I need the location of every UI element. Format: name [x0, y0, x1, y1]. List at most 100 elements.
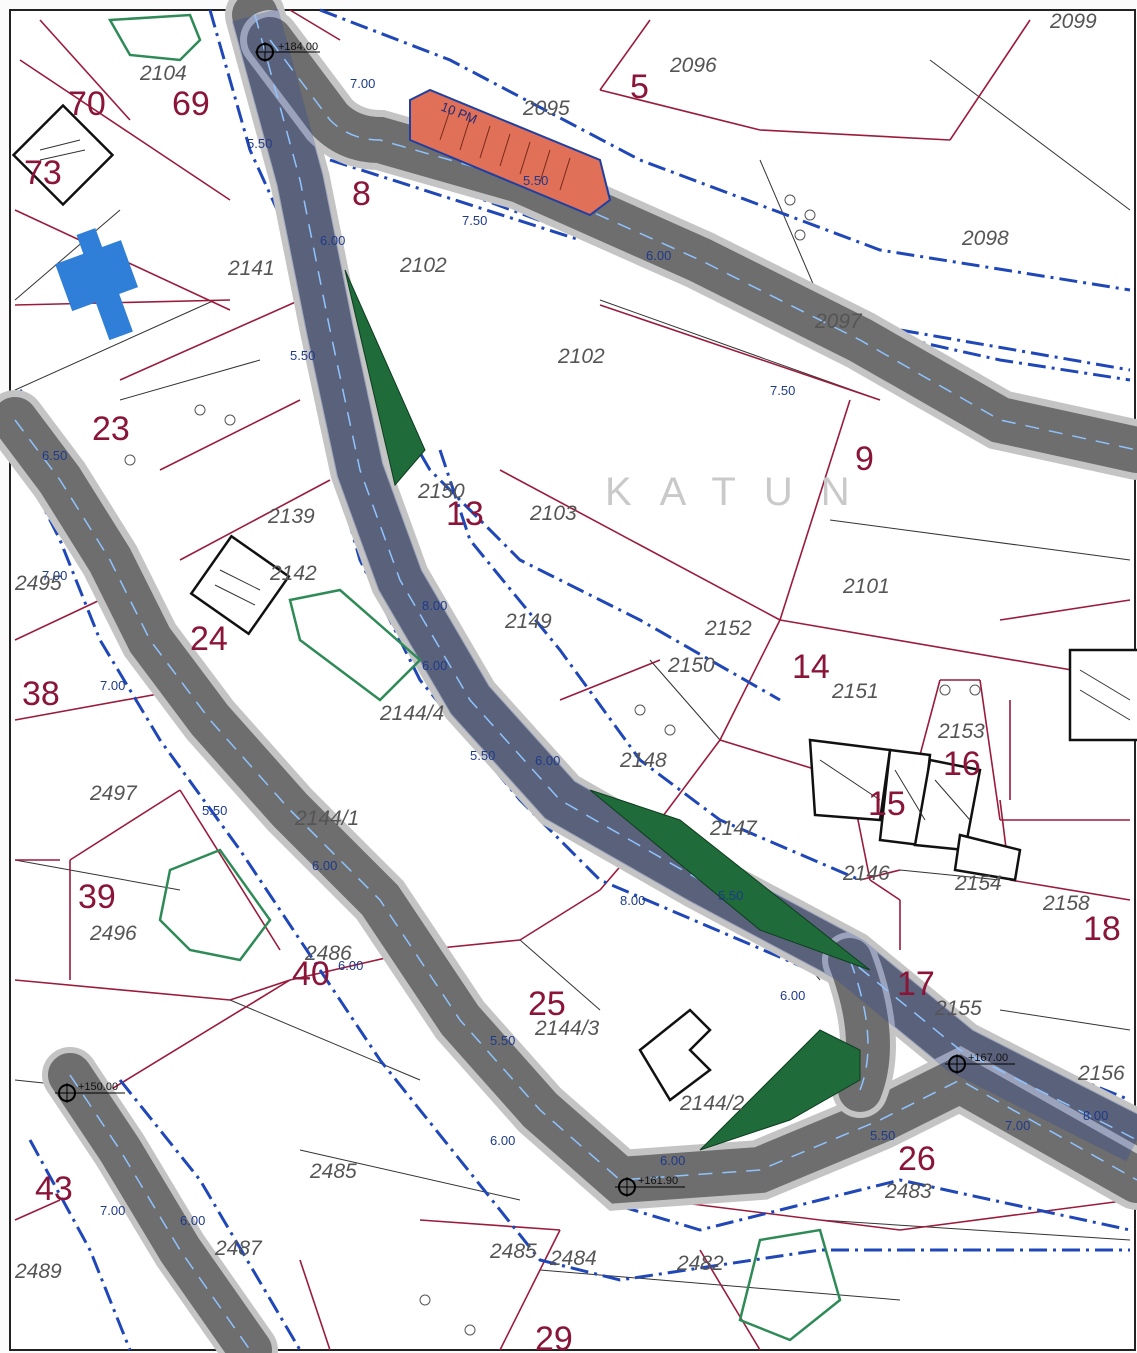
dimension-labels: 7.00 5.50 7.50 5.50 6.00 5.50 6.00 7.50 … [42, 76, 1108, 1228]
parcel-number: 2139 [267, 505, 315, 528]
plot-number: 15 [868, 785, 906, 823]
parcel-number: 2096 [669, 54, 717, 77]
plot-number: 16 [943, 745, 981, 783]
spot-height-label: +167.00 [968, 1052, 1008, 1064]
spot-height-marker: +150.00 [55, 1081, 125, 1103]
green-island-south [699, 1029, 861, 1151]
plot-number: 70 [68, 85, 106, 123]
plot-number: 13 [446, 495, 484, 533]
dimension-label: 8.00 [1083, 1108, 1108, 1123]
dimension-label: 6.00 [490, 1133, 515, 1148]
parcel-number: 2104 [139, 62, 187, 85]
parcel-number: 2495 [14, 572, 62, 595]
dimension-label: 6.00 [320, 233, 345, 248]
plot-number: 24 [190, 620, 228, 658]
parcel-number: 2099 [1049, 10, 1097, 33]
parcel-number: 2150 [667, 654, 715, 677]
dimension-label: 5.50 [490, 1033, 515, 1048]
parcel-numbers: 2104 2096 2099 2095 2102 2098 2141 2102 … [14, 10, 1125, 1283]
parcel-number: 2102 [399, 254, 447, 277]
dimension-label: 6.00 [422, 658, 447, 673]
parcel-number: 2153 [937, 720, 985, 743]
dimension-label: 7.50 [770, 383, 795, 398]
dimension-label: 6.00 [312, 858, 337, 873]
dimension-label: 6.00 [180, 1213, 205, 1228]
road-markings [14, 8, 1137, 1351]
parcel-number: 2095 [522, 97, 570, 120]
parcel-number: 2103 [529, 502, 577, 525]
plot-number: 29 [535, 1320, 573, 1353]
dimension-label: 5.50 [247, 136, 272, 151]
dimension-label: 5.50 [202, 803, 227, 818]
place-name-label: KATUN [605, 470, 878, 514]
plot-number: 39 [78, 878, 116, 916]
parcel-number: 2150 [417, 480, 465, 503]
spot-height-marker: +167.00 [945, 1052, 1015, 1074]
dimension-label: 6.50 [42, 448, 67, 463]
parcel-number: 2144/2 [679, 1092, 745, 1115]
plot-number: 26 [898, 1140, 936, 1178]
parcel-number: 2146 [842, 862, 890, 885]
dimension-label: 5.50 [870, 1128, 895, 1143]
plot-number: 5 [630, 68, 649, 106]
parcel-number: 2484 [549, 1247, 597, 1270]
dimension-label: 7.00 [100, 678, 125, 693]
dimension-label: 8.00 [422, 598, 447, 613]
parcel-number: 2144/1 [294, 807, 359, 830]
parcel-number: 2486 [304, 942, 352, 965]
plot-number: 17 [897, 965, 935, 1003]
spot-heights: +184.00 +167.00 +150.00 +161.90 [55, 41, 1015, 1197]
parcel-number: 2485 [489, 1240, 537, 1263]
dimension-label: 7.50 [462, 213, 487, 228]
dimension-label: 5.50 [523, 173, 548, 188]
parcel-number: 2141 [227, 257, 275, 280]
plot-number: 23 [92, 410, 130, 448]
green-island-north [344, 269, 426, 487]
water-object [55, 228, 139, 341]
parcel-number: 2485 [309, 1160, 357, 1183]
plot-numbers: 70 69 73 5 8 23 9 13 24 14 16 15 38 39 4… [22, 68, 1121, 1353]
dimension-label: 7.00 [42, 568, 67, 583]
parcel-number: 2144/3 [534, 1017, 600, 1040]
dimension-label: 7.00 [1005, 1118, 1030, 1133]
existing-lines [14, 59, 1131, 1301]
plot-number: 9 [855, 440, 874, 478]
parcel-number: 2098 [961, 227, 1009, 250]
green-outline-buildings [107, 13, 842, 1342]
dimension-label: 6.00 [338, 958, 363, 973]
parcel-number: 2102 [557, 345, 605, 368]
dimension-label: 6.00 [660, 1153, 685, 1168]
spot-height-label: +161.90 [638, 1175, 678, 1187]
parcel-number: 2152 [704, 617, 752, 640]
dimension-label: 7.00 [350, 76, 375, 91]
parcel-number: 2144/4 [379, 702, 444, 725]
hatch-marks [39, 139, 1131, 821]
parcel-number: 2482 [676, 1252, 724, 1275]
parcel-number: 2097 [814, 310, 863, 333]
dimension-label: 6.00 [535, 753, 560, 768]
parcel-number: 2156 [1077, 1062, 1125, 1085]
parcel-number: 2496 [89, 922, 137, 945]
spot-height-label: +184.00 [278, 41, 318, 53]
parcel-number: 2497 [89, 782, 138, 805]
plot-number: 25 [528, 985, 566, 1023]
parcel-number: 2158 [1042, 892, 1090, 915]
parcel-number: 2142 [269, 562, 317, 585]
parcel-number: 2487 [214, 1237, 263, 1260]
parking-area [409, 88, 612, 217]
parcel-number: 2149 [504, 610, 552, 633]
plot-number: 14 [792, 648, 830, 686]
dimension-label: 5.50 [290, 348, 315, 363]
plot-number: 38 [22, 675, 60, 713]
parcel-number: 2147 [709, 817, 758, 840]
parcel-lines [14, 9, 1131, 1351]
spot-height-marker: +184.00 [255, 41, 320, 62]
plot-number: 69 [172, 85, 210, 123]
vegetation-symbols [124, 194, 981, 1336]
plot-number: 73 [24, 154, 62, 192]
plot-number: 8 [352, 175, 371, 213]
parcel-number: 2483 [884, 1180, 932, 1203]
parcel-number: 2151 [831, 680, 879, 703]
dimension-label: 6.00 [646, 248, 671, 263]
